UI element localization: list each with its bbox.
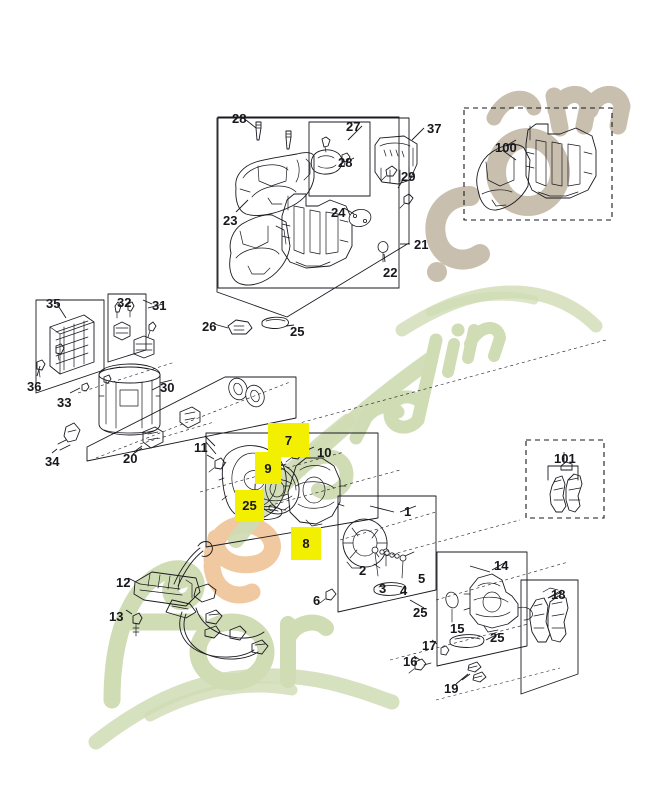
callout-20: 20 [123,451,138,466]
group-31-switch-parts [107,293,157,363]
part-20-blocks [142,406,201,449]
callout-17: 17 [422,638,437,653]
callout-100: 100 [495,140,517,155]
part-6-screw [319,588,337,604]
callout-33: 33 [57,395,72,410]
group-20-fastener-strip [86,376,297,462]
part-13-screw [125,609,143,637]
callout-32: 32 [117,295,132,310]
part-24-crankcase-frame [281,193,353,269]
callout-4: 4 [400,583,408,598]
callout-15: 15 [450,621,465,636]
callout-27: 27 [346,119,361,134]
callout-11: 11 [194,440,208,455]
callout-16: 16 [403,654,418,669]
part-25-gasket-group1 [373,582,407,596]
part-23-housing-upper [235,152,315,217]
highlight-part-9[interactable]: 9 [255,452,281,484]
callout-2: 2 [359,563,367,578]
group-101-lever-kit [525,439,605,519]
callout-23: 23 [223,213,238,228]
callout-30: 30 [160,380,175,395]
highlight-part-7[interactable]: 7 [268,423,309,457]
part-14-carb-body [463,573,533,633]
watermark [88,86,631,750]
callout-29: 29 [401,169,416,184]
parts-bottom-fasteners [389,623,561,701]
callout-6: 6 [313,593,321,608]
group-14-carburetor [436,551,533,667]
callout-3: 3 [379,581,387,596]
callout-18: 18 [551,587,566,602]
callout-34: 34 [45,454,60,469]
callout-leaders [36,119,563,685]
callout-25-b: 25 [413,605,428,620]
group-1-flywheel-assembly [319,495,437,613]
part-29-screws [380,165,414,209]
callout-12: 12 [116,575,131,590]
part-15-gasket-ring [445,591,459,623]
callout-14: 14 [494,558,509,573]
part-28-screws-group [321,136,351,167]
part-3-woodruff-key [371,546,379,577]
callout-1: 1 [404,504,412,519]
part-8-clutch-housing [281,457,347,527]
part-28-screw-b [285,130,292,150]
callout-21: 21 [414,237,429,252]
callout-10: 10 [317,445,332,460]
callout-25-c: 25 [490,630,505,645]
part-20-bushings [228,377,265,408]
part-22-oring [377,241,389,263]
group-starter-assembly [205,432,379,548]
callout-37: 37 [427,121,442,136]
part-25-gasket-group14 [449,634,485,648]
callout-24: 24 [331,205,346,220]
part-23-housing-lower [229,214,291,286]
part-18-levers [529,587,569,643]
callout-36: 36 [27,379,42,394]
callout-13: 13 [109,609,124,624]
callout-19: 19 [444,681,459,696]
group-21-housing-assembly [217,116,400,289]
callout-28-b: 28 [338,155,353,170]
callout-26: 26 [202,319,217,334]
callout-101: 101 [554,451,576,466]
group-35-filter-plate [35,299,105,394]
callout-28-a: 28 [232,111,247,126]
highlight-part-25[interactable]: 25 [235,490,264,521]
group-100-housing-kit [463,107,613,221]
part-26-lever [227,319,253,335]
highlight-part-8[interactable]: 8 [291,527,321,560]
part-27-cover [310,149,343,175]
part-37-ignition-cover [374,135,418,185]
part-24-gasket [348,208,372,228]
callout-5: 5 [418,571,426,586]
part-36-screws [36,343,65,378]
group-18-lever-set [520,579,579,695]
callout-35: 35 [46,296,61,311]
part-28-screw-a [255,121,262,141]
callout-22: 22 [383,265,398,280]
part-25-gasket-top [261,316,289,329]
callout-31: 31 [152,298,167,313]
part-34-spring [51,422,81,454]
part-4-pins [379,549,415,579]
part-12-ignition-module [133,541,269,660]
callout-25-a: 25 [290,324,305,339]
